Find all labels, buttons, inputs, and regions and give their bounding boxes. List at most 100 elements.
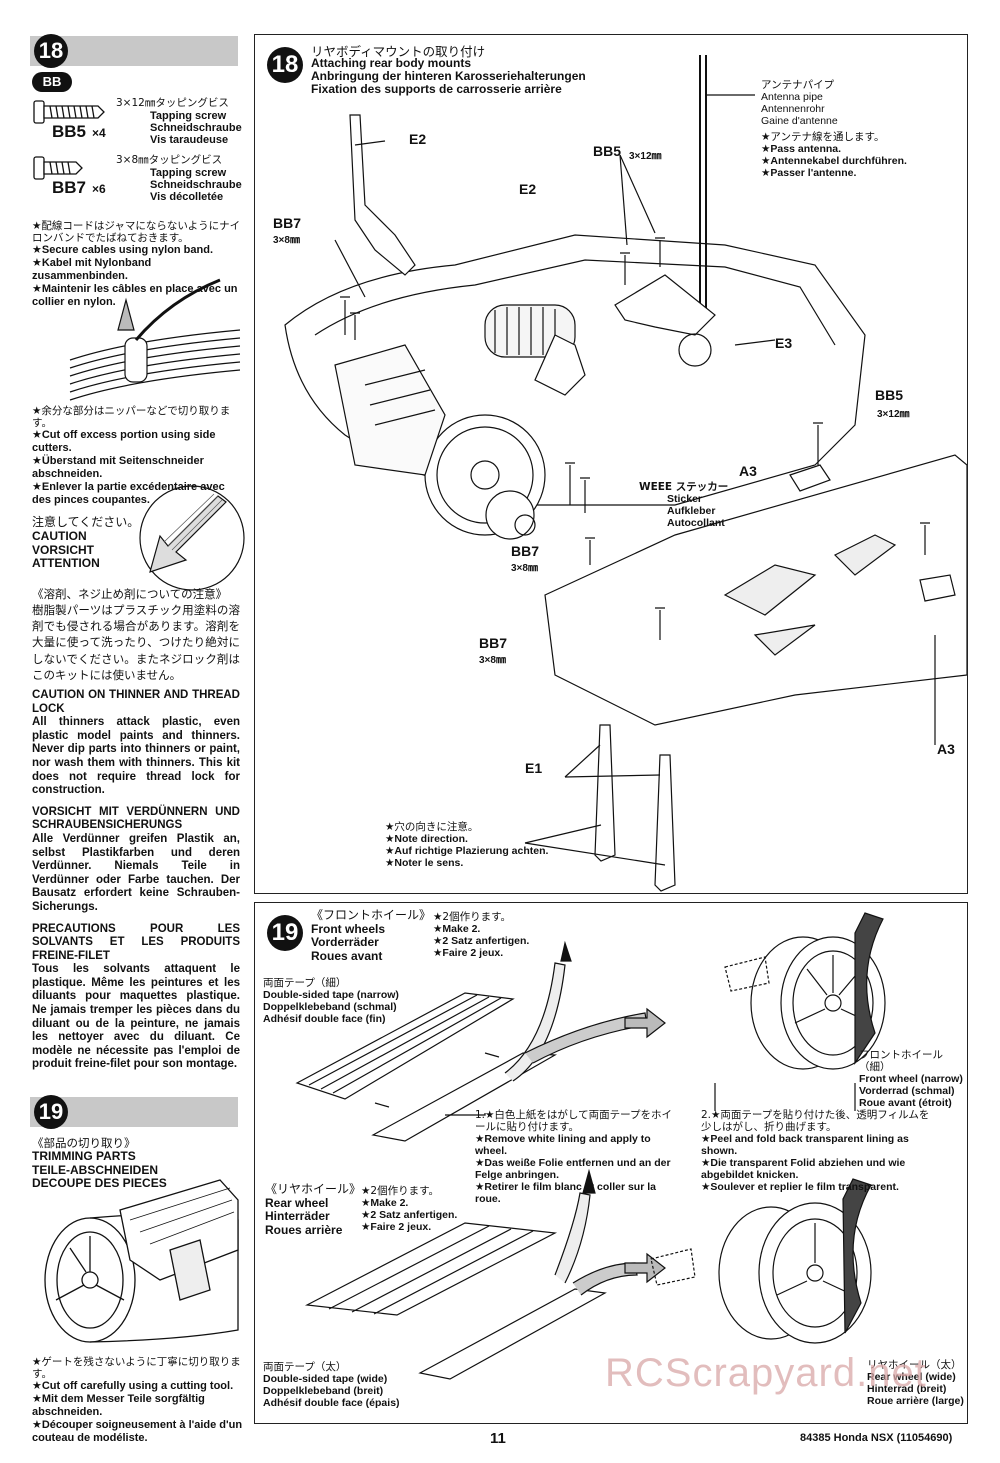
antenna-pipe-en: Antenna pipe bbox=[761, 91, 823, 103]
front-make-de: ★2 Satz anfertigen. bbox=[433, 935, 530, 947]
knife-note-de: ★Mit dem Messer Teile sorgfältig abschne… bbox=[32, 1393, 205, 1418]
step19-number-badge: 19 bbox=[34, 1095, 68, 1129]
antenna-pipe-fr: Gaine d'antenne bbox=[761, 115, 838, 127]
weee-sticker-label: WEEE ステッカー Sticker Aufkleber Autocollant bbox=[639, 481, 728, 529]
rear-wheel-fr: Roue arrière (large) bbox=[867, 1395, 964, 1407]
thinner-en-title: CAUTION ON THINNER AND THREAD LOCK bbox=[32, 689, 240, 715]
step1-en: ★Remove white lining and apply to wheel. bbox=[475, 1133, 651, 1157]
weee-en: Sticker bbox=[667, 493, 703, 505]
step1-instruction: 1.★白色上紙をはがして両面テープをホイールに貼り付けます。 ★Remove w… bbox=[475, 1109, 675, 1205]
part-label-e1: E1 bbox=[525, 760, 543, 776]
part-label-e2-left: E2 bbox=[409, 131, 427, 147]
screw-label-bb7-middle: BB7 bbox=[511, 543, 540, 559]
rear-wheel-en: Rear wheel (wide) bbox=[867, 1371, 956, 1383]
cable-note-jp: ★配線コードはジャマにならないようにナイロンバンドでたばねておきます。 bbox=[32, 220, 241, 244]
step18-title-fr: Fixation des supports de carrosserie arr… bbox=[311, 82, 562, 96]
trimming-block: 《部品の切り取り》 TRIMMING PARTS TEILE-ABSCHNEID… bbox=[32, 1136, 167, 1191]
bb5-name: BB5 bbox=[52, 122, 87, 141]
thinner-jp-title: 《溶剤、ネジ止め剤についての注意》 bbox=[32, 587, 228, 601]
screw-label-bb7-left: BB7 bbox=[273, 215, 302, 231]
step2-instruction: 2.★両面テープを貼り付けた後、透明フィルムを少しはがし、折り曲げます。 ★Pe… bbox=[701, 1109, 931, 1193]
bb5-fr: Vis taraudeuse bbox=[150, 134, 229, 146]
bb7-jp: 3×8㎜タッピングビス bbox=[116, 154, 223, 166]
tape-wide-fr: Adhésif double face (épais) bbox=[263, 1397, 400, 1409]
bb5-en: Tapping screw bbox=[150, 110, 227, 122]
bb7-en: Tapping screw bbox=[150, 167, 227, 179]
bb-bag-badge: BB bbox=[32, 72, 72, 92]
front-wheel-en: Front wheel (narrow) bbox=[859, 1073, 963, 1085]
tape-wide-jp: 両面テープ（太） bbox=[263, 1361, 347, 1373]
step2-jp: 2.★両面テープを貼り付けた後、透明フィルムを少しはがし、折り曲げます。 bbox=[701, 1109, 930, 1133]
thinner-de-title: VORSICHT MIT VERDÜNNERN UND SCHRAUBENSIC… bbox=[32, 805, 240, 832]
front-wheel-jp: フロントホイール（細） bbox=[859, 1049, 943, 1073]
antenna-note-en: ★Pass antenna. bbox=[761, 143, 842, 155]
tape-wide-en: Double-sided tape (wide) bbox=[263, 1373, 388, 1385]
tape-wide-label: 両面テープ（太） Double-sided tape (wide) Doppel… bbox=[263, 1361, 400, 1409]
front-wheel-fr: Roue avant (étroit) bbox=[859, 1097, 952, 1109]
rear-title-fr: Roues arrière bbox=[265, 1222, 343, 1237]
front-make-jp: ★2個作ります。 bbox=[433, 911, 512, 923]
step18-title-en: Attaching rear body mounts bbox=[311, 56, 472, 70]
screw-label-bb7-lower: BB7 bbox=[479, 635, 508, 651]
step1-jp: 1.★白色上紙をはがして両面テープをホイールに貼り付けます。 bbox=[475, 1109, 672, 1133]
cable-note-de: ★Kabel mit Nylonband zusammenbinden. bbox=[32, 257, 152, 282]
cut-note: ★余分な部分はニッパーなどで切り取ります。 ★Cut off excess po… bbox=[32, 405, 244, 507]
bb5-qty: ×4 bbox=[92, 126, 106, 140]
direction-note-en: ★Note direction. bbox=[385, 833, 468, 845]
tape-narrow-label: 両面テープ（細） Double-sided tape (narrow) Dopp… bbox=[263, 977, 399, 1025]
thinner-block: 《溶剤、ネジ止め剤についての注意》 樹脂製パーツはプラスチック用塗料の溶剤でも侵… bbox=[32, 587, 240, 1072]
product-code: 84385 Honda NSX (11054690) bbox=[800, 1432, 953, 1444]
front-make-en: ★Make 2. bbox=[433, 923, 481, 935]
step18-panel-number: 18 bbox=[267, 47, 303, 83]
trim-fr: DECOUPE DES PIECES bbox=[32, 1176, 167, 1190]
knife-note-en: ★Cut off carefully using a cutting tool. bbox=[32, 1380, 234, 1392]
screw-size-bb7-lower: 3×8㎜ bbox=[479, 655, 506, 666]
rear-wheel-de: Hinterrad (breit) bbox=[867, 1383, 947, 1395]
cable-note-fr: ★Maintenir les câbles en place avec un c… bbox=[32, 283, 238, 308]
rear-wheel-label: リヤホイール（太） Rear wheel (wide) Hinterrad (b… bbox=[867, 1359, 964, 1407]
bb5-de: Schneidschraube bbox=[150, 122, 242, 134]
tape-narrow-en: Double-sided tape (narrow) bbox=[263, 989, 399, 1001]
tape-narrow-de: Doppelklebeband (schmal) bbox=[263, 1001, 397, 1013]
front-wheel-label: フロントホイール（細） Front wheel (narrow) Vorderr… bbox=[859, 1049, 967, 1109]
trim-jp: 《部品の切り取り》 bbox=[32, 1136, 136, 1150]
step2-en: ★Peel and fold back transparent lining a… bbox=[701, 1133, 909, 1157]
screw-size-bb5-right: 3×12㎜ bbox=[877, 409, 910, 420]
bb5-screw-icon bbox=[33, 100, 105, 124]
knife-note-fr: ★Découper soigneusement à l'aide d'un co… bbox=[32, 1419, 243, 1444]
weee-jp: WEEE ステッカー bbox=[639, 481, 729, 493]
bb5-jp: 3×12㎜タッピングビス bbox=[116, 97, 229, 109]
direction-note-jp: ★穴の向きに注意。 bbox=[385, 821, 479, 833]
part-label-a3-top: A3 bbox=[739, 463, 757, 479]
front-make-note: ★2個作ります。 ★Make 2. ★2 Satz anfertigen. ★F… bbox=[433, 911, 529, 959]
front-title-en: Front wheels bbox=[311, 921, 386, 936]
knife-note: ★ゲートを残さないように丁寧に切り取ります。 ★Cut off carefull… bbox=[32, 1356, 244, 1445]
rear-wheels-title: 《リヤホイール》 Rear wheel Hinterräder Roues ar… bbox=[265, 1182, 361, 1237]
thinner-en-body: All thinners attack plastic, even plasti… bbox=[32, 716, 240, 797]
weee-fr: Autocollant bbox=[667, 517, 725, 529]
direction-note-fr: ★Noter le sens. bbox=[385, 857, 464, 869]
caution-de: VORSICHT bbox=[32, 542, 95, 557]
front-title-fr: Roues avant bbox=[311, 948, 383, 963]
front-wheel-de: Vorderrad (schmal) bbox=[859, 1085, 955, 1097]
weee-de: Aufkleber bbox=[667, 505, 716, 517]
screw-size-bb7-left: 3×8㎜ bbox=[273, 235, 300, 246]
step1-de: ★Das weiße Folie entfernen und an der Fe… bbox=[475, 1157, 671, 1181]
rear-wheel-jp: リヤホイール（太） bbox=[867, 1359, 962, 1371]
antenna-note-jp: ★アンテナ線を通します。 bbox=[761, 131, 885, 143]
rear-make-de: ★2 Satz anfertigen. bbox=[361, 1209, 458, 1221]
caution-block: 注意してください。 CAUTION VORSICHT ATTENTION bbox=[32, 515, 139, 571]
thinner-fr-title: PRECAUTIONS POUR LES SOLVANTS ET LES PRO… bbox=[32, 922, 240, 962]
step18-title-de: Anbringung der hinteren Karosseriehalter… bbox=[311, 69, 586, 83]
bb7-qty: ×6 bbox=[92, 182, 106, 196]
rear-title-en: Rear wheel bbox=[265, 1195, 329, 1210]
antenna-note-fr: ★Passer l'antenne. bbox=[761, 167, 857, 179]
caution-jp: 注意してください。 bbox=[32, 515, 140, 529]
cut-note-en: ★Cut off excess portion using side cutte… bbox=[32, 429, 216, 454]
front-wheels-title: 《フロントホイール》 Front wheels Vorderräder Roue… bbox=[311, 908, 431, 963]
step18-number-badge: 18 bbox=[34, 34, 68, 68]
watermark: RCScrapyard.net bbox=[605, 1351, 927, 1395]
part-label-e2-center: E2 bbox=[519, 181, 537, 197]
thinner-fr-body: Tous les solvants attaquent le plastique… bbox=[32, 963, 240, 1071]
front-title-de: Vorderräder bbox=[311, 935, 379, 949]
